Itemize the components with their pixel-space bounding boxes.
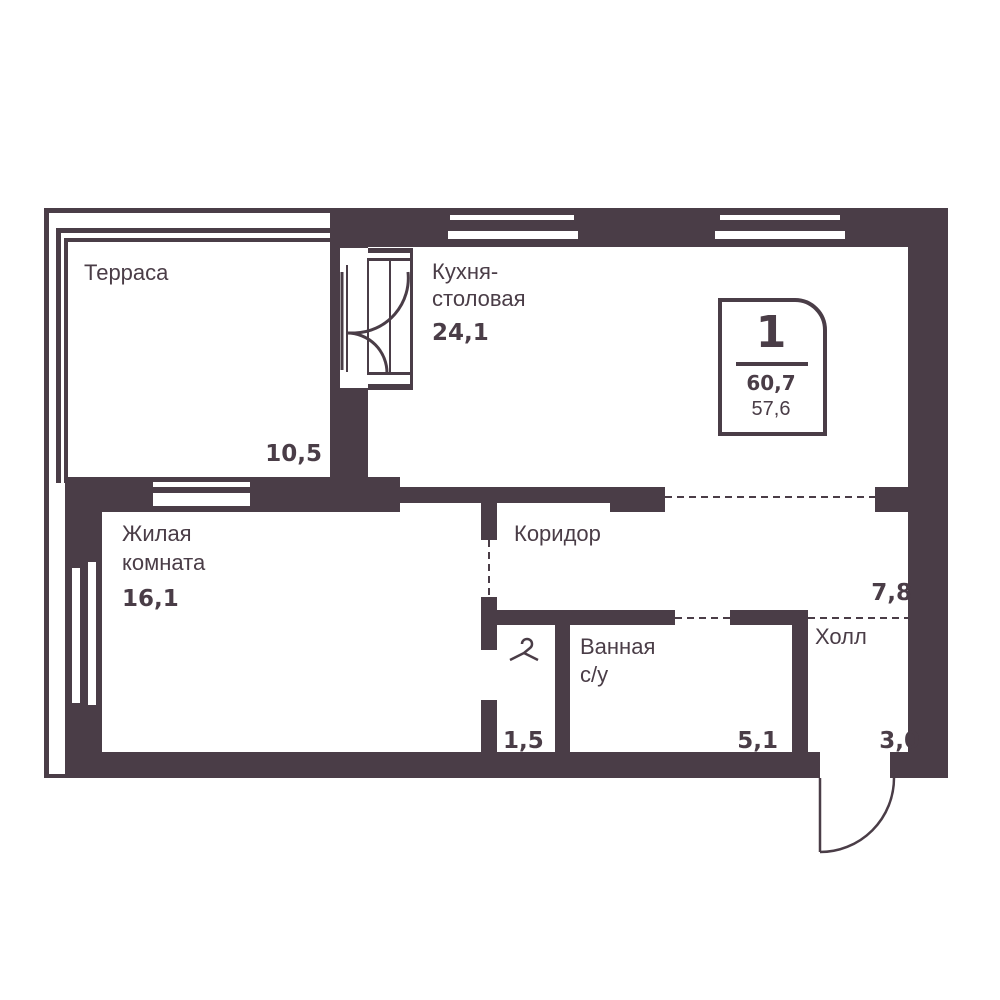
badge-living-area: 57,6 bbox=[752, 398, 791, 420]
terrace-door bbox=[340, 248, 413, 390]
corridor-area: 7,8 bbox=[871, 580, 912, 606]
entrance-door[interactable] bbox=[818, 777, 896, 854]
living-name-1: Жилая bbox=[122, 521, 192, 546]
bathroom-name-1: Ванная bbox=[580, 634, 655, 659]
living-area: 16,1 bbox=[122, 586, 179, 612]
wardrobe-area: 1,5 bbox=[503, 728, 544, 754]
terrace-frame bbox=[44, 208, 334, 778]
corridor-name: Коридор bbox=[514, 521, 601, 546]
kitchen-area: 24,1 bbox=[432, 320, 489, 346]
bathroom-area: 5,1 bbox=[737, 728, 778, 754]
hanger-icon bbox=[509, 637, 539, 662]
terrace-area: 10,5 bbox=[265, 441, 322, 467]
hall-name: Холл bbox=[815, 624, 867, 649]
kitchen-name-1: Кухня- bbox=[432, 259, 498, 284]
bathroom-name-2: с/у bbox=[580, 662, 608, 687]
badge-total-area: 60,7 bbox=[746, 371, 795, 395]
badge-rooms: 1 bbox=[756, 307, 787, 358]
hall-area: 3,0 bbox=[879, 728, 920, 754]
living-name-2: комната bbox=[122, 550, 206, 575]
windows bbox=[72, 215, 845, 705]
apartment-badge: 1 60,7 57,6 bbox=[718, 298, 827, 436]
terrace-name: Терраса bbox=[84, 260, 169, 285]
kitchen-name-2: столовая bbox=[432, 286, 526, 311]
